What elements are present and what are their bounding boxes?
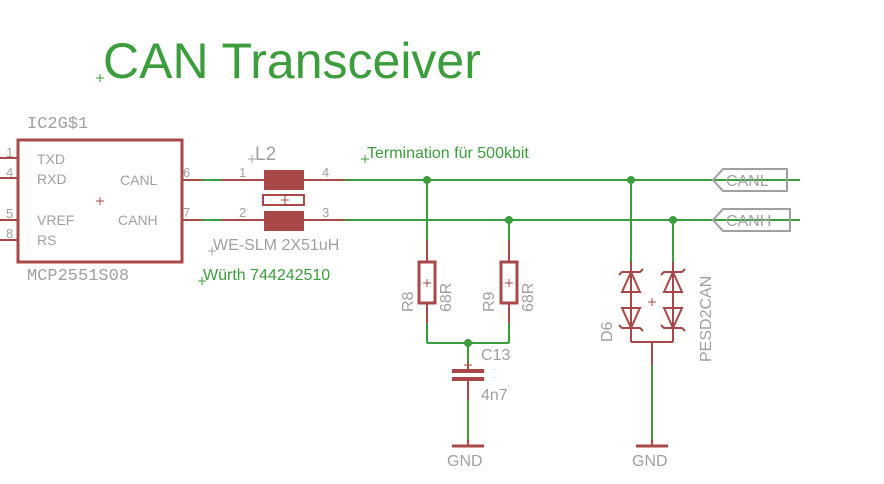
choke-l2[interactable]: L2 1 2 3 4 WE-SLM 2X51uH Würth 744242510 [198,144,800,285]
capacitor-plate [452,369,484,373]
ic-pin-number: 4 [6,165,13,180]
termination-network[interactable]: R8 68R R9 68R C13 4n7 GND [400,176,537,470]
port-canl[interactable]: CANL [711,168,788,192]
junction-dot [627,176,635,184]
port-label: CANH [726,213,771,230]
choke-core [262,194,305,206]
diode-d6[interactable]: D6 PESD2CAN GND [599,176,715,470]
resistor-value: 68R [520,283,537,312]
ic-origin-icon [96,197,104,205]
port-label: CANL [726,173,769,190]
diode-name: D6 [599,321,616,342]
junction-dot [423,176,431,184]
choke-pin-number: 1 [239,165,246,180]
ic-name: IC2G$1 [27,115,88,134]
choke-pin-number: 3 [322,205,329,220]
ic-pin-label: CANL [120,172,158,188]
note-origin-icon [361,155,369,163]
gnd-label: GND [447,453,483,470]
ic-pin-number: 6 [183,165,190,180]
choke-winding [264,211,304,231]
gnd-label: GND [632,453,668,470]
choke-pin-number: 4 [322,165,329,180]
resistor-name: R8 [400,291,417,312]
junction-dot [505,216,513,224]
choke-winding [264,170,304,190]
resistor-name: R9 [481,291,498,312]
ic-pin-number: 5 [6,206,13,221]
ic-pin-label: VREF [37,212,74,228]
choke-pin-number: 2 [239,205,246,220]
ic-value: MCP2551S08 [27,267,129,286]
gnd-symbol: GND [447,440,484,470]
resistor-r9[interactable]: R9 68R [481,240,537,323]
resistor-r8[interactable]: R8 68R [400,240,455,323]
ic-pin-label: RXD [37,171,67,187]
choke-part-number: Würth 744242510 [203,267,330,284]
junction-dot [464,339,472,347]
port-canh[interactable]: CANH [711,208,791,232]
ic-pin-number: 8 [6,226,13,241]
sheet-title: CAN Transceiver [103,33,481,89]
resistor-body [417,260,437,305]
ic-pin-label: RS [37,232,56,248]
capacitor-plate [452,377,484,381]
port-flag-icon [711,208,791,232]
port-flag-icon [711,168,788,192]
ic-body [16,138,184,264]
resistor-value: 68R [438,283,455,312]
ic-pin-label: TXD [37,151,65,167]
resistor-body [499,260,519,305]
gnd-symbol: GND [632,440,668,470]
termination-note: Termination für 500kbit [367,145,529,162]
junction-dot [669,216,677,224]
ic-pin-number: 7 [183,205,190,220]
ic-pin-number: 1 [6,145,13,160]
diode-value: PESD2CAN [698,276,715,362]
choke-name: L2 [255,144,276,165]
ic-pin-label: CANH [118,212,158,228]
ic-mcp2551[interactable]: IC2G$1 1 4 5 8 6 7 TXD RXD VREF RS CANL … [0,115,202,286]
capacitor-c13[interactable]: C13 4n7 [452,347,510,404]
capacitor-value: 4n7 [481,387,508,404]
choke-value: WE-SLM 2X51uH [213,237,339,254]
capacitor-name: C13 [481,347,510,364]
title-origin-icon [96,74,104,82]
